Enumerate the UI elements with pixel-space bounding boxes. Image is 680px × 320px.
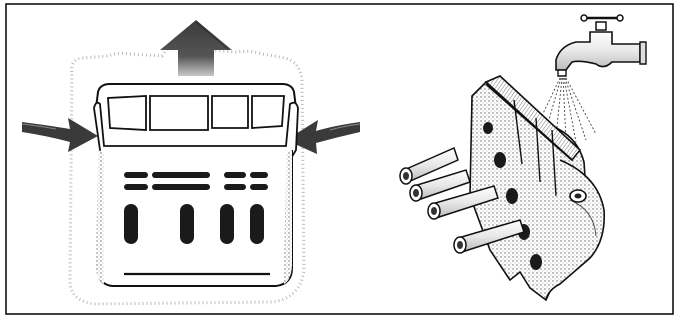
compartment-4 <box>252 96 284 128</box>
compartment-3 <box>212 96 248 128</box>
left-panel <box>22 20 360 304</box>
detergent-drawer-front <box>94 84 298 286</box>
compartment-1 <box>108 96 146 130</box>
compartment-2 <box>150 96 208 130</box>
siphon-cap-icon <box>570 190 586 202</box>
arrow-right-icon <box>22 118 98 152</box>
arrow-up-icon <box>160 20 232 76</box>
right-panel <box>400 15 646 300</box>
water-tap-icon <box>556 15 646 76</box>
